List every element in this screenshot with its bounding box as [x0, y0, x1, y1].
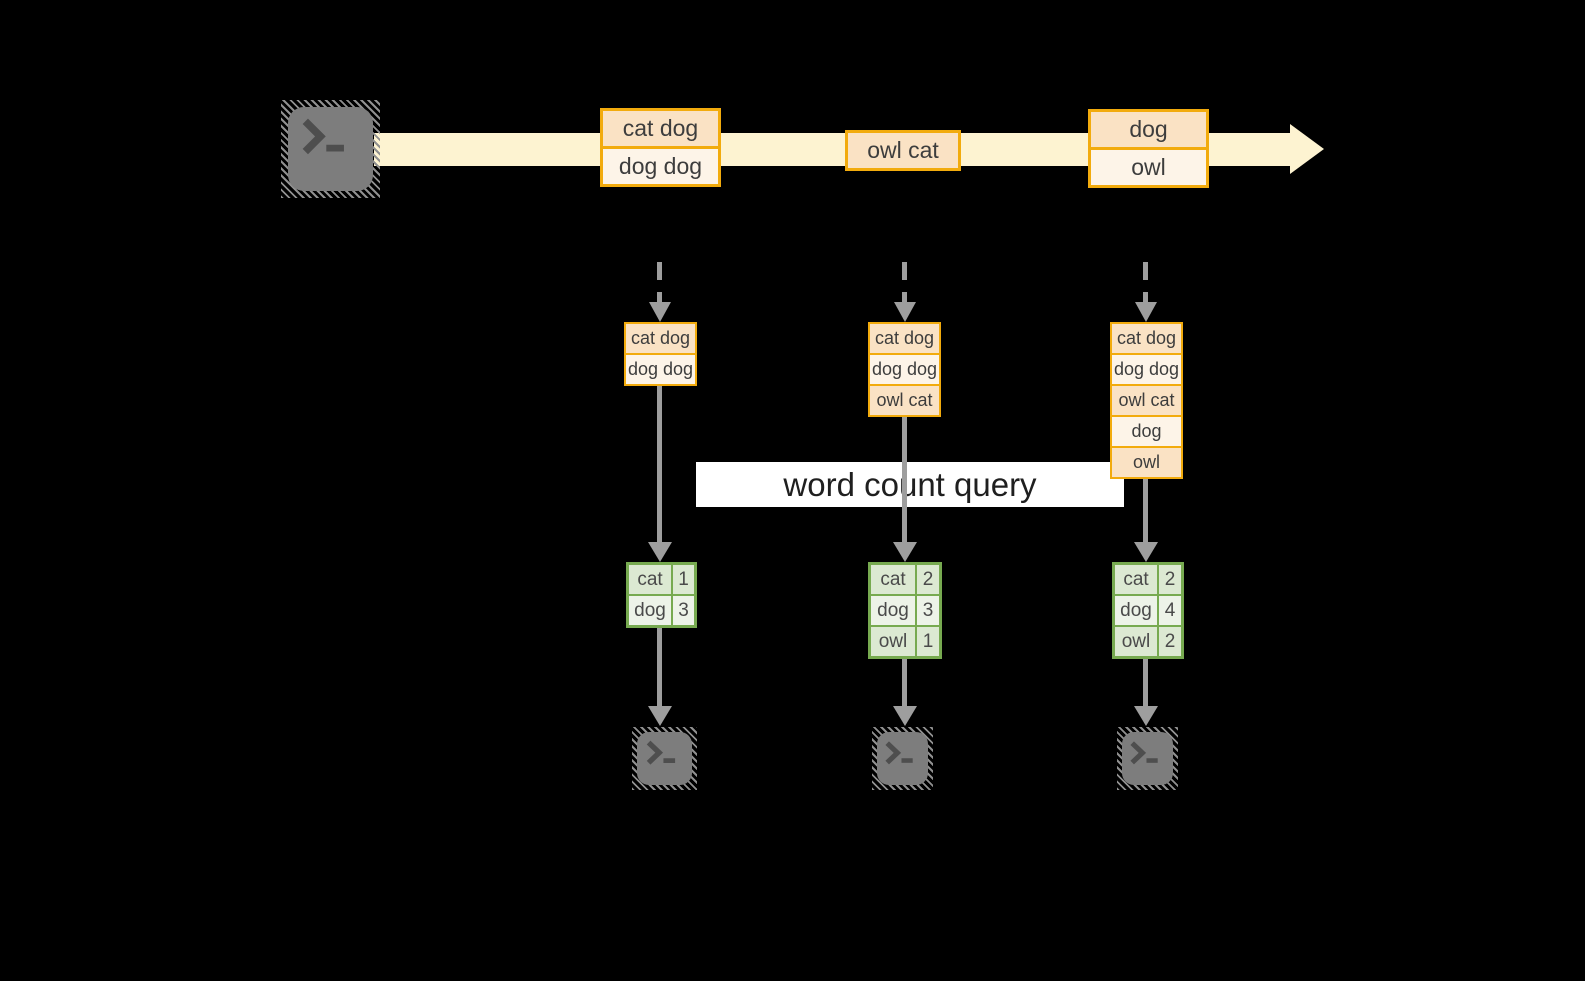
word-count-table: cat 2 dog 4 owl 2 — [1112, 562, 1184, 659]
table-word-cell: cat — [871, 565, 915, 594]
table-count-cell: 1 — [673, 565, 694, 594]
table-word-cell: dog — [871, 596, 915, 625]
process-arrowhead-icon — [893, 542, 917, 562]
source-terminal-icon — [281, 100, 380, 198]
buffer-cell: cat dog — [870, 324, 939, 353]
word-count-table: cat 2 dog 3 owl 1 — [868, 562, 942, 659]
ingest-arrow — [1143, 262, 1148, 302]
terminal-prompt-icon — [1130, 741, 1158, 765]
word-count-query-banner: word count query — [696, 462, 1124, 507]
buffer-cell: dog dog — [626, 355, 695, 384]
buffer-cell: dog dog — [870, 355, 939, 384]
output-arrow — [1143, 658, 1148, 706]
stream-event-box: dog owl — [1088, 109, 1209, 188]
process-arrowhead-icon — [648, 542, 672, 562]
table-word-cell: cat — [1115, 565, 1157, 594]
process-arrow — [657, 386, 662, 542]
terminal-prompt-icon — [885, 741, 913, 765]
table-count-cell: 2 — [917, 565, 939, 594]
event-cell: owl cat — [848, 133, 958, 168]
event-cell: dog dog — [603, 149, 718, 184]
word-count-table: cat 1 dog 3 — [626, 562, 697, 628]
table-word-cell: dog — [629, 596, 671, 625]
buffer-cell: owl cat — [1112, 386, 1181, 415]
buffer-cell: owl cat — [870, 386, 939, 415]
output-arrowhead-icon — [1134, 706, 1158, 726]
buffered-events-stack: cat dog dog dog owl cat — [868, 322, 941, 417]
buffer-cell: dog — [1112, 417, 1181, 446]
table-word-cell: cat — [629, 565, 671, 594]
terminal-screen — [288, 107, 373, 191]
table-count-cell: 2 — [1159, 627, 1181, 656]
terminal-prompt-icon — [302, 118, 344, 155]
buffered-events-stack: cat dog dog dog — [624, 322, 697, 386]
stream-event-box: owl cat — [845, 130, 961, 171]
ingest-arrowhead-icon — [1135, 302, 1157, 322]
table-count-cell: 3 — [917, 596, 939, 625]
output-arrowhead-icon — [893, 706, 917, 726]
table-count-cell: 4 — [1159, 596, 1181, 625]
table-word-cell: owl — [1115, 627, 1157, 656]
process-arrow — [1143, 479, 1148, 542]
ingest-arrowhead-icon — [894, 302, 916, 322]
ingest-arrowhead-icon — [649, 302, 671, 322]
buffer-cell: owl — [1112, 448, 1181, 477]
output-arrowhead-icon — [648, 706, 672, 726]
table-count-cell: 3 — [673, 596, 694, 625]
output-arrow — [902, 658, 907, 706]
ingest-arrow — [902, 262, 907, 302]
table-word-cell: owl — [871, 627, 915, 656]
table-count-cell: 1 — [917, 627, 939, 656]
output-terminal-icon — [872, 727, 933, 790]
stream-arrowhead-icon — [1290, 124, 1324, 174]
stream-event-box: cat dog dog dog — [600, 108, 721, 187]
process-arrow — [902, 417, 907, 542]
event-cell: owl — [1091, 150, 1206, 185]
buffered-events-stack: cat dog dog dog owl cat dog owl — [1110, 322, 1183, 479]
output-terminal-icon — [1117, 727, 1178, 790]
process-arrowhead-icon — [1134, 542, 1158, 562]
terminal-screen — [637, 732, 692, 785]
table-count-cell: 2 — [1159, 565, 1181, 594]
banner-label: word count query — [783, 465, 1037, 503]
terminal-screen — [877, 732, 928, 785]
terminal-prompt-icon — [646, 740, 676, 765]
output-terminal-icon — [632, 727, 697, 790]
buffer-cell: cat dog — [1112, 324, 1181, 353]
buffer-cell: cat dog — [626, 324, 695, 353]
event-cell: dog — [1091, 112, 1206, 147]
terminal-screen — [1122, 732, 1173, 785]
table-word-cell: dog — [1115, 596, 1157, 625]
output-arrow — [657, 628, 662, 706]
event-cell: cat dog — [603, 111, 718, 146]
ingest-arrow — [657, 262, 662, 302]
buffer-cell: dog dog — [1112, 355, 1181, 384]
